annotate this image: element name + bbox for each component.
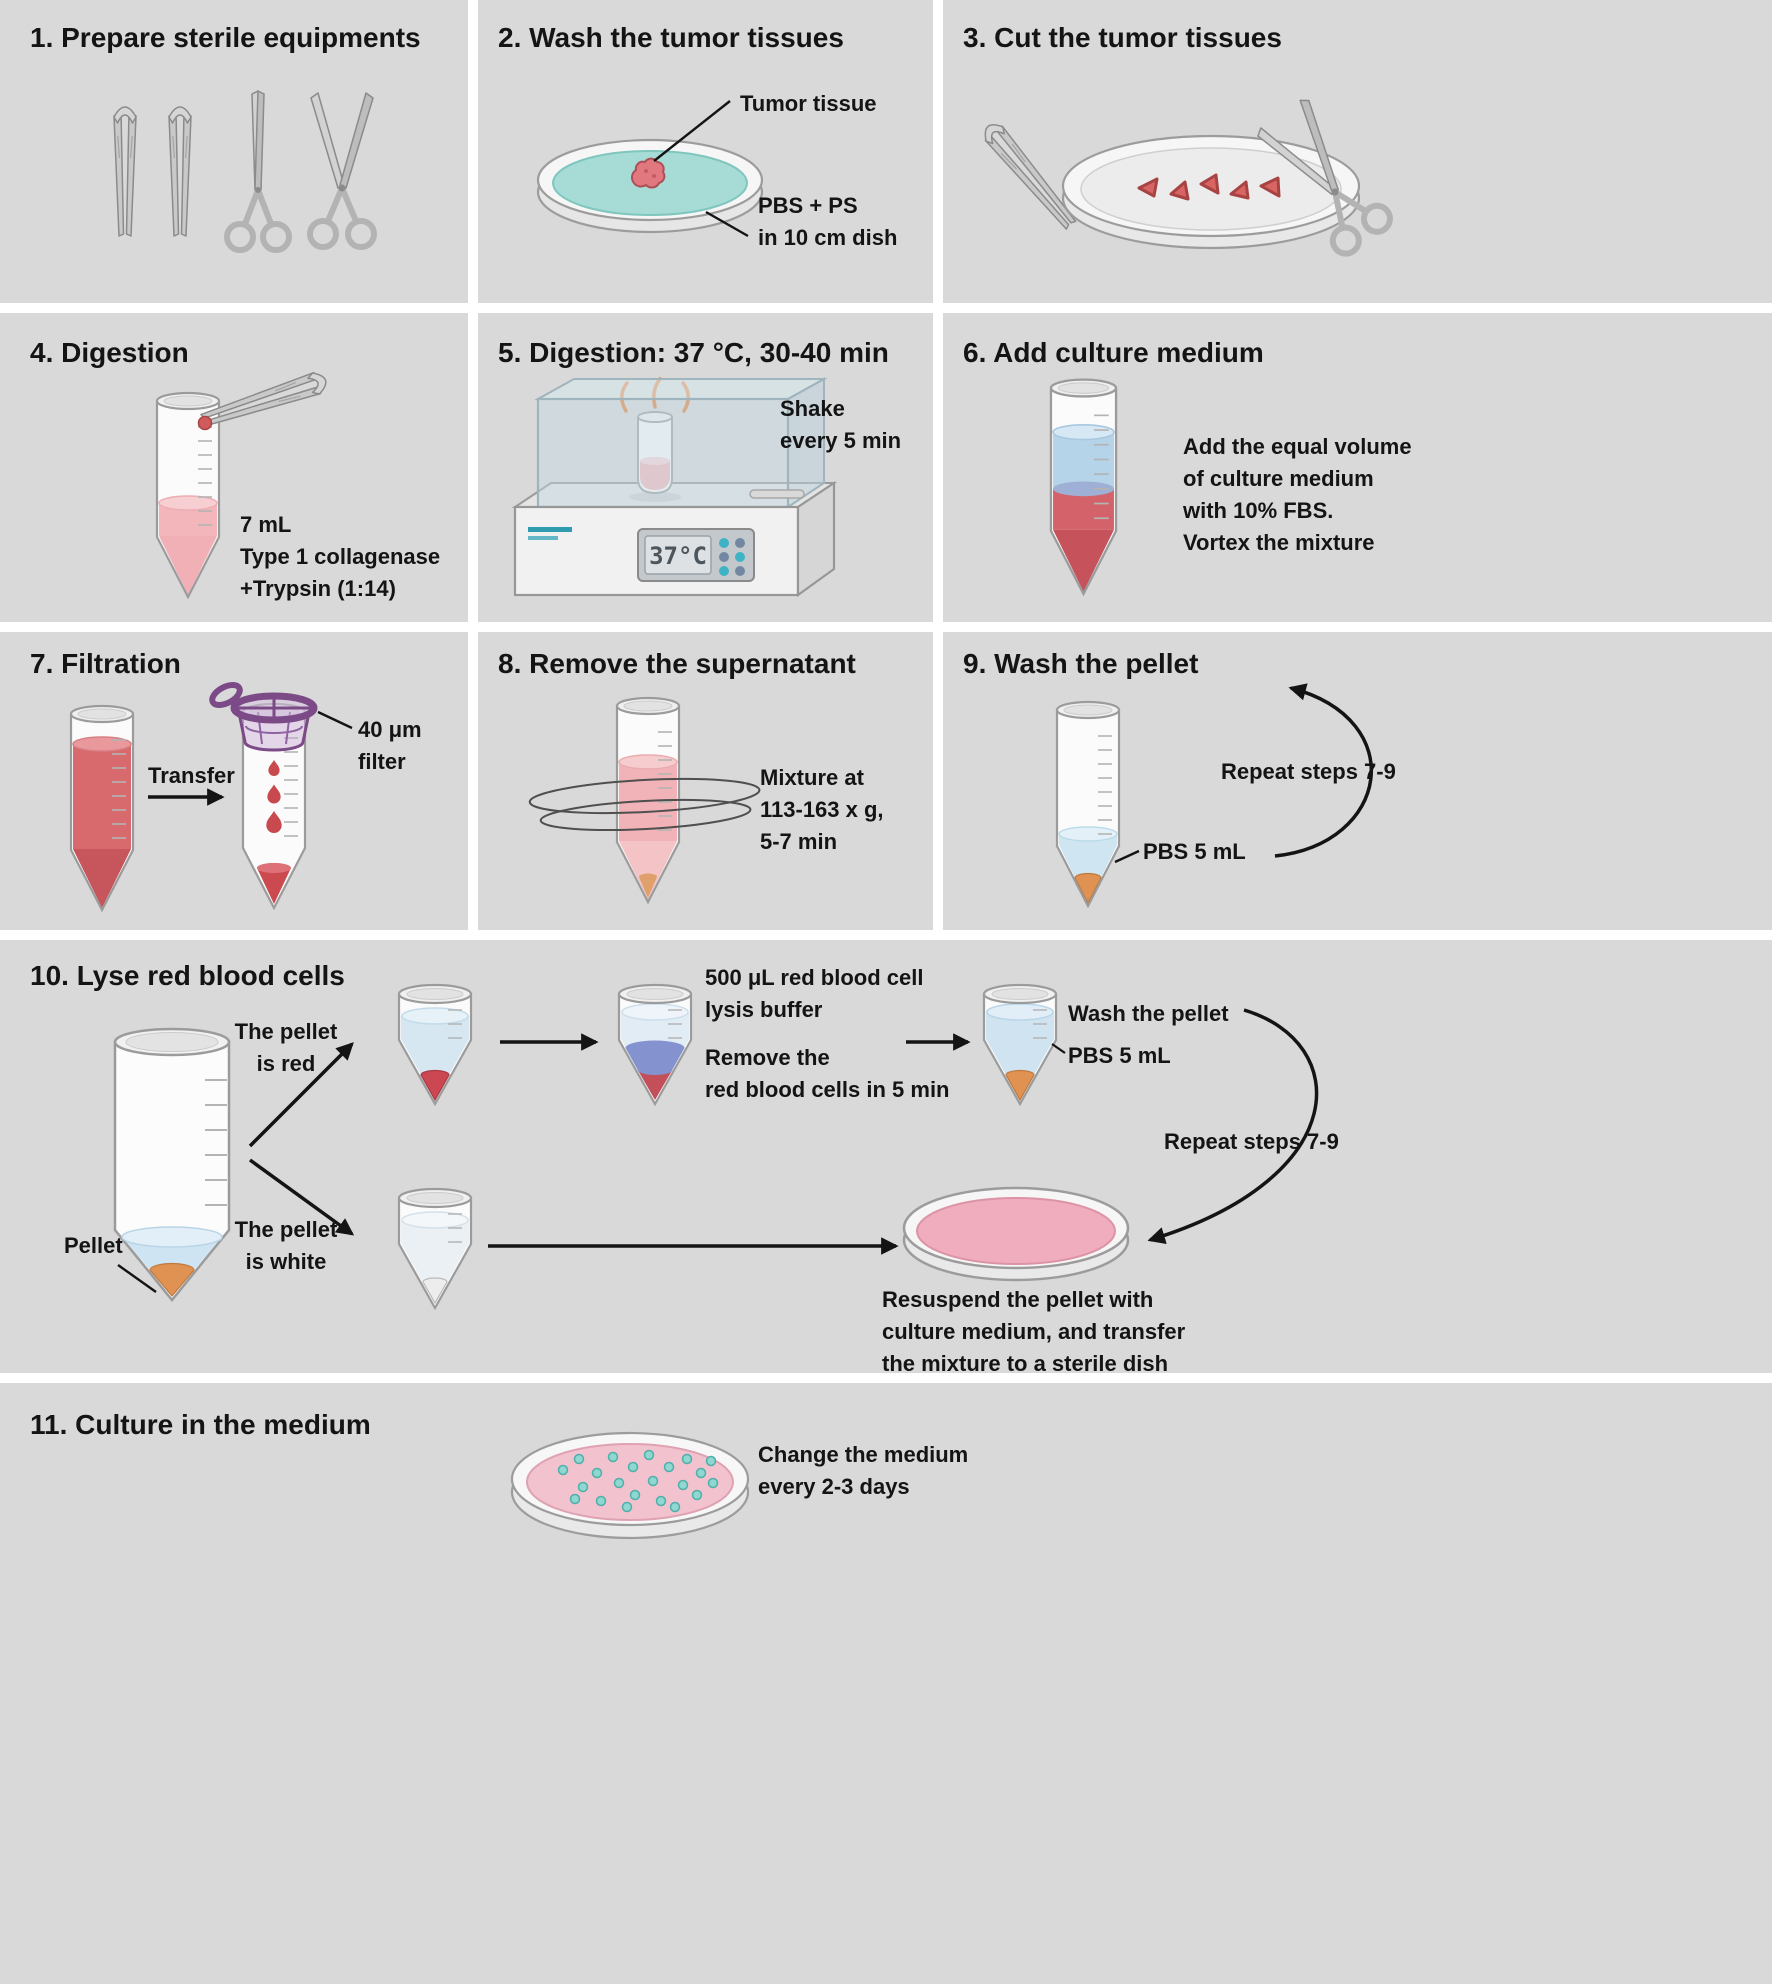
wash-dish-illustration bbox=[536, 100, 764, 238]
tumor-pointer-line bbox=[653, 100, 731, 162]
wash-pellet-illustration bbox=[1055, 683, 1374, 908]
washed-pellet-tube-icon bbox=[982, 983, 1058, 1106]
tumor-tissue-icon bbox=[631, 157, 666, 189]
pbs-label: PBS 5 mL bbox=[1068, 1043, 1171, 1068]
tumor-tissue-label: Tumor tissue bbox=[740, 91, 877, 116]
pbs-pointer-line bbox=[1051, 1043, 1066, 1054]
conical-tube-icon bbox=[1049, 378, 1118, 596]
repeat-label: Repeat steps 7-9 bbox=[1164, 1129, 1339, 1154]
glass-hood-icon bbox=[534, 377, 828, 509]
step-7-panel: 7. Filtration bbox=[0, 632, 468, 930]
incubator-shaker-icon: 37°C bbox=[511, 377, 838, 598]
culture-medium-note: Add the equal volume of culture medium w… bbox=[1183, 434, 1412, 555]
pbs-pointer-line bbox=[1114, 849, 1140, 864]
change-medium-note: Change the medium every 2-3 days bbox=[758, 1442, 969, 1499]
resuspend-label: Resuspend the pellet with culture medium… bbox=[882, 1287, 1186, 1376]
spin-swirl-icon bbox=[528, 777, 761, 832]
white-branch-label: The pellet is white bbox=[234, 1217, 338, 1274]
forceps-icon bbox=[198, 369, 330, 432]
red-mixture-tube-icon bbox=[69, 704, 135, 912]
shake-label: Shake every 5 min bbox=[780, 396, 902, 453]
transfer-label: Transfer bbox=[148, 763, 235, 788]
step-11-title: 11. Culture in the medium bbox=[30, 1409, 371, 1440]
cell-colonies-icon bbox=[557, 1449, 719, 1513]
step-2-panel: 2. Wash the tumor tissues Tumor tissue P… bbox=[478, 0, 933, 303]
red-pellet-tube-icon bbox=[397, 983, 473, 1106]
tissue-piece-icon bbox=[197, 415, 213, 431]
open-scissors-icon bbox=[310, 93, 374, 247]
step-5-title: 5. Digestion: 37 °C, 30-40 min bbox=[498, 337, 889, 368]
lysis-flow-illustration bbox=[113, 983, 1319, 1310]
lysis-buffer-label: 500 μL red blood cell lysis buffer bbox=[705, 965, 924, 1022]
step-9-title: 9. Wash the pellet bbox=[963, 648, 1199, 679]
pellet-tube-icon bbox=[1055, 700, 1121, 908]
repeat-label: Repeat steps 7-9 bbox=[1221, 759, 1396, 784]
filtration-illustration bbox=[69, 682, 353, 912]
petri-dish-icon bbox=[1061, 134, 1361, 250]
step-3-panel: 3. Cut the tumor tissues bbox=[943, 0, 1772, 303]
forceps-icon bbox=[113, 106, 137, 237]
tweezer-with-tissue-icon bbox=[197, 369, 330, 432]
pellet-pointer-line bbox=[117, 1264, 157, 1293]
step-11-panel: 11. Culture in the medium Change the med… bbox=[0, 1383, 1772, 1984]
forceps-icon bbox=[978, 118, 1081, 234]
step-6-title: 6. Add culture medium bbox=[963, 337, 1264, 368]
white-pellet-tube-icon bbox=[397, 1187, 473, 1310]
lysis-tube-icon bbox=[617, 983, 693, 1106]
step-3-title: 3. Cut the tumor tissues bbox=[963, 22, 1282, 53]
filter-tube-icon bbox=[241, 702, 307, 910]
step-10-title: 10. Lyse red blood cells bbox=[30, 960, 345, 991]
step-6-panel: 6. Add culture medium Add the equal volu… bbox=[943, 313, 1772, 622]
red-branch-label: The pellet is red bbox=[234, 1019, 338, 1076]
sample-tube-icon bbox=[637, 411, 673, 495]
pbs-pointer-line bbox=[705, 210, 749, 238]
sterile-tools-icon bbox=[113, 68, 400, 283]
wash-pellet-label: Wash the pellet bbox=[1068, 1001, 1229, 1026]
cell-strainer-icon bbox=[209, 682, 318, 752]
step-4-title: 4. Digestion bbox=[30, 337, 189, 368]
step-8-title: 8. Remove the supernatant bbox=[498, 648, 856, 679]
step-1-title: 1. Prepare sterile equipments bbox=[30, 22, 421, 53]
pellet-tube-icon bbox=[113, 1027, 231, 1302]
platform-shadow bbox=[629, 492, 681, 502]
pbs-dish-label: PBS + PS in 10 cm dish bbox=[758, 193, 898, 250]
red-branch-arrow bbox=[248, 1042, 354, 1148]
tumor-pieces-icon bbox=[1137, 173, 1281, 201]
forceps-icon bbox=[168, 106, 192, 237]
culture-dish-icon bbox=[510, 1431, 750, 1540]
closed-scissors-icon bbox=[227, 91, 289, 250]
repeat-curved-arrow bbox=[1147, 1008, 1319, 1245]
remove-rbc-label: Remove the red blood cells in 5 min bbox=[705, 1045, 950, 1102]
step-2-title: 2. Wash the tumor tissues bbox=[498, 22, 844, 53]
strainer-handle bbox=[209, 682, 243, 708]
step-1-panel: 1. Prepare sterile equipments bbox=[0, 0, 468, 303]
step-4-panel: 4. Digestion 7 mL Type 1 collagenase +Tr… bbox=[0, 313, 468, 622]
centrifuge-illustration bbox=[528, 696, 761, 904]
control-display: 37°C bbox=[637, 528, 755, 582]
pbs-label: PBS 5 mL bbox=[1143, 839, 1246, 864]
step-5-panel: 5. Digestion: 37 °C, 30-40 min bbox=[478, 313, 933, 622]
step-8-panel: 8. Remove the supernatant Mixture at 113… bbox=[478, 632, 933, 930]
white-branch-arrow bbox=[248, 1158, 355, 1236]
step-7-title: 7. Filtration bbox=[30, 648, 181, 679]
temperature-display: 37°C bbox=[649, 542, 707, 570]
step-10-panel: 10. Lyse red blood cells bbox=[0, 940, 1772, 1376]
digestion-note: 7 mL Type 1 collagenase +Trypsin (1:14) bbox=[240, 512, 441, 601]
lid-handle bbox=[749, 489, 805, 499]
conical-tube-icon bbox=[155, 391, 221, 599]
repeat-curved-arrow bbox=[1274, 683, 1374, 858]
step-9-panel: 9. Wash the pellet PBS 5 mL Repeat steps… bbox=[943, 632, 1772, 930]
filter-pointer-line bbox=[317, 710, 353, 730]
pellet-label: Pellet bbox=[64, 1233, 123, 1258]
sterile-dish-icon bbox=[902, 1186, 1130, 1282]
cut-tissue-illustration bbox=[978, 0, 1772, 303]
filter-label: 40 μm filter bbox=[358, 717, 422, 774]
centrifuge-note: Mixture at 113-163 x g, 5-7 min bbox=[760, 765, 884, 854]
